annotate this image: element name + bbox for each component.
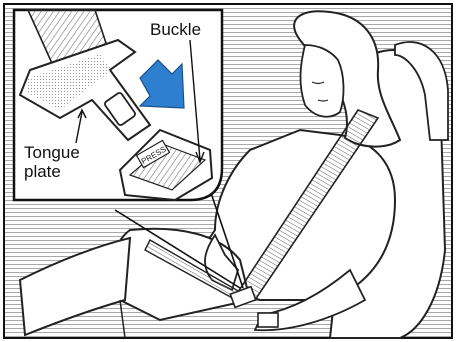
tongue-plate-label: Tongue plate — [24, 143, 86, 181]
buckle-label: Buckle — [148, 20, 203, 39]
tongue-label-line-2: plate — [24, 162, 86, 181]
tongue-label-line-1: Tongue — [24, 143, 86, 162]
